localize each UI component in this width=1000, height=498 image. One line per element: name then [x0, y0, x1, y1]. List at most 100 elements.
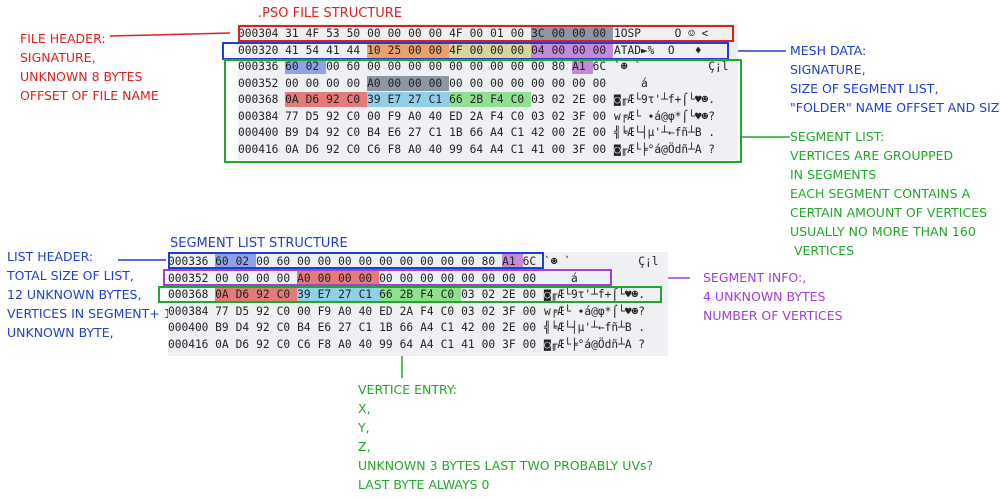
hex-byte: E6: [317, 321, 332, 334]
hex-byte: 00: [510, 27, 525, 40]
hex-byte: C0: [346, 109, 361, 123]
hex-byte: 2E: [572, 126, 586, 139]
hex-byte: A0: [338, 337, 352, 351]
hex-byte: 00: [551, 76, 566, 90]
list-header-label: LIST HEADER: TOTAL SIZE OF LIST, 12 UNKN…: [7, 249, 172, 340]
hex-byte: 6C: [592, 60, 607, 73]
hex-byte: 41: [326, 43, 340, 57]
hex-byte: ED: [449, 109, 463, 123]
offset-label: 000400: [238, 126, 286, 139]
hex-byte: C0: [440, 304, 455, 318]
hex-byte: 00: [399, 271, 414, 285]
hex-byte: 00: [551, 126, 566, 139]
ascii-text: ╣╘Æ└┤µ'┴←fñ┴B .: [614, 126, 716, 139]
hex-byte: 27: [338, 321, 352, 334]
hex-byte: 00: [297, 304, 311, 318]
hex-byte: 00: [408, 75, 429, 91]
hex-byte: 00: [428, 75, 450, 91]
ascii-text: 1OSP O ☺ <: [614, 27, 709, 40]
hex-byte: 00: [490, 76, 504, 90]
hex-byte: 00: [531, 60, 545, 73]
hex-byte: 80: [551, 60, 566, 73]
hex-byte: C0: [440, 287, 462, 302]
hex-byte: A1: [572, 59, 593, 74]
hex-byte: 60: [346, 60, 361, 73]
offset-label: 000416: [168, 337, 216, 351]
hex-byte: C0: [346, 142, 361, 156]
ascii-text: ╣╘Æ└┤µ'┴←fñ┴B .: [544, 321, 646, 334]
hex-byte: 92: [256, 337, 270, 351]
hex-byte: 00: [317, 270, 339, 286]
hex-byte: 60: [276, 255, 291, 268]
hex-byte: 92: [256, 287, 277, 302]
hex-byte: 42: [531, 126, 545, 139]
hex-byte: A4: [490, 126, 504, 139]
hex-byte: A0: [338, 304, 352, 318]
hex-byte: 00: [420, 255, 434, 268]
hex-byte: 50: [346, 27, 361, 40]
hex-byte: 00: [510, 60, 525, 73]
hex-byte: C0: [510, 92, 532, 107]
hex-byte: 00: [502, 271, 516, 285]
hex-byte: 00: [408, 42, 429, 58]
hex-byte: 00: [469, 76, 484, 90]
hex-byte: 92: [326, 142, 340, 156]
hex-byte: 00: [256, 271, 270, 285]
hex-byte: 10: [367, 42, 388, 58]
hex-byte: 00: [522, 288, 537, 301]
hex-byte: C1: [440, 321, 455, 334]
hex-byte: 00: [510, 42, 532, 58]
hex-byte: 00: [551, 26, 573, 41]
ascii-text: w╒Æ└ ∙á@φ*⌠└♥☻?: [614, 109, 716, 123]
hex-byte: 00: [461, 255, 475, 268]
hex-byte: 00: [338, 270, 359, 286]
ascii-text: ATAD►% O ♦: [614, 43, 702, 57]
hex-byte: 2A: [469, 109, 484, 123]
offset-label: 000320: [238, 43, 286, 57]
hex-byte: 00: [367, 60, 381, 73]
hex-byte: 00: [551, 42, 573, 58]
hex-byte: 00: [387, 27, 402, 40]
hex-byte: 2B: [399, 287, 421, 302]
hex-byte: A0: [408, 109, 422, 123]
ascii-text: á: [544, 271, 578, 285]
ascii-text: ◙╓Æ└╞°á@Ödñ┴A ?: [614, 142, 716, 156]
hex-byte: D4: [305, 126, 320, 139]
hex-byte: 00: [551, 142, 566, 156]
hex-byte: A4: [420, 321, 434, 334]
hex-byte: 66: [449, 92, 470, 107]
offset-label: 000352: [168, 271, 216, 285]
hex-byte: 00: [326, 60, 340, 73]
hex-byte: 92: [326, 109, 340, 123]
hex-byte: F4: [490, 92, 511, 107]
hex-byte: 40: [358, 337, 373, 351]
hex-byte: 00: [592, 26, 614, 41]
hex-byte: 99: [449, 142, 463, 156]
hex-byte: D5: [305, 109, 320, 123]
hex-byte: 39: [367, 92, 388, 107]
hex-byte: 00: [346, 76, 361, 90]
hex-byte: 00: [572, 26, 593, 41]
hex-byte: C1: [510, 126, 525, 139]
hex-byte: 42: [461, 321, 475, 334]
hex-byte: 00: [428, 60, 443, 73]
hex-byte: 00: [379, 255, 393, 268]
offset-label: 000384: [168, 304, 216, 318]
segment-list-box: [224, 59, 742, 163]
hex-byte: 00: [490, 42, 511, 58]
hex-byte: 00: [235, 271, 250, 285]
hex-byte: 40: [428, 142, 443, 156]
hex-byte: 00: [469, 42, 491, 58]
hex-byte: 04: [531, 42, 552, 58]
hex-byte: C0: [276, 337, 291, 351]
hex-byte: 53: [326, 27, 340, 40]
hex-byte: 6C: [522, 255, 537, 268]
